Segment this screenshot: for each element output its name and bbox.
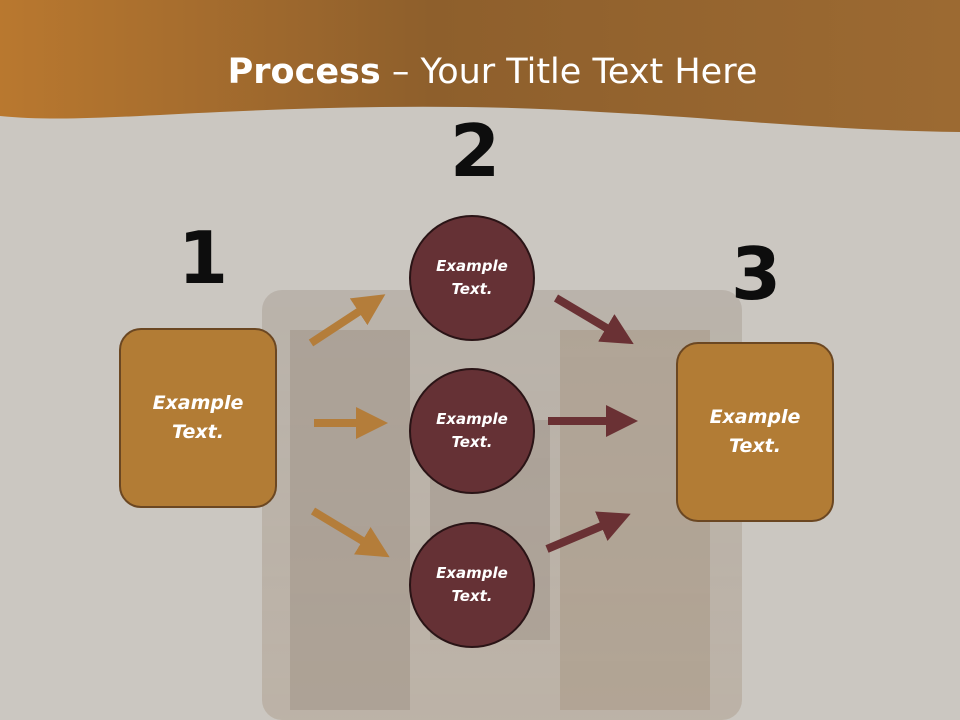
circle-bottom-text: Example Text. xyxy=(436,564,508,605)
step-number-1: 1 xyxy=(178,216,229,300)
circle-middle-text: Example Text. xyxy=(436,410,508,451)
step-number-2: 2 xyxy=(450,109,501,193)
step-number-3: 3 xyxy=(731,232,782,316)
title-rest: – Your Title Text Here xyxy=(380,52,758,92)
slide-title: Process – Your Title Text Here xyxy=(0,52,960,92)
right-box: Example Text. xyxy=(676,342,834,522)
circle-top: Example Text. xyxy=(409,215,535,341)
circle-bottom: Example Text. xyxy=(409,522,535,648)
title-bold: Process xyxy=(227,52,381,92)
header-band xyxy=(0,0,960,132)
left-box: Example Text. xyxy=(119,328,277,508)
glass-image xyxy=(262,290,742,720)
left-box-text: Example Text. xyxy=(152,392,244,443)
circle-top-text: Example Text. xyxy=(436,257,508,298)
circle-middle: Example Text. xyxy=(409,368,535,494)
right-box-text: Example Text. xyxy=(709,406,801,457)
